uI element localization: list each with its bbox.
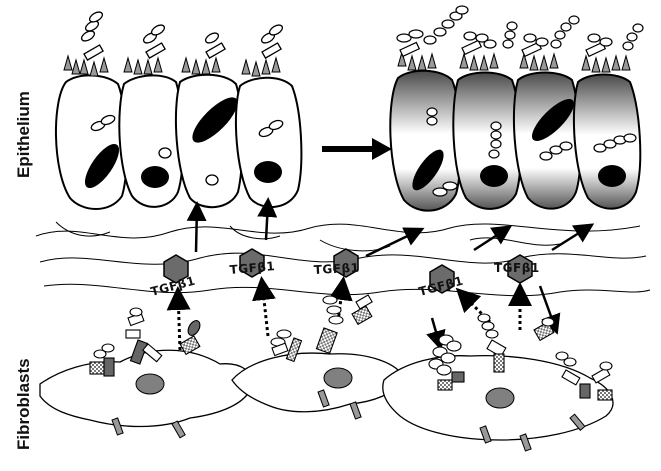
- apical-receptors-right: [398, 52, 630, 72]
- epi-cell-right-3: [514, 73, 580, 209]
- fibroblast-cell-2: [232, 353, 404, 412]
- ligands-left: [80, 10, 284, 60]
- fibroblasts-label: Fibroblasts: [14, 358, 34, 450]
- epi-cell-right-2: [453, 73, 521, 209]
- tgfb1-label-5: TGFβ1: [494, 261, 540, 275]
- epi-cell-left-1: [56, 75, 127, 209]
- transition-arrow: [322, 138, 392, 160]
- tgfb1-marker-4: TGFβ1: [417, 265, 465, 299]
- tgfb1-marker-5: TGFβ1: [494, 255, 540, 283]
- tgfb1-label-3: TGFβ1: [313, 261, 359, 277]
- fibroblast-cells: [40, 350, 613, 440]
- epi-cell-left-4: [236, 78, 301, 207]
- epithelium-left: [56, 75, 301, 209]
- apical-receptors-left: [64, 56, 280, 76]
- epithelium-label: Epithelium: [14, 91, 34, 178]
- ligands-right: [397, 6, 643, 56]
- epi-cell-left-3: [176, 75, 242, 207]
- tgfb1-marker-3: TGFβ1: [313, 249, 359, 277]
- epithelium-right: [390, 71, 640, 211]
- tgfb1-label-2: TGFβ1: [229, 259, 276, 277]
